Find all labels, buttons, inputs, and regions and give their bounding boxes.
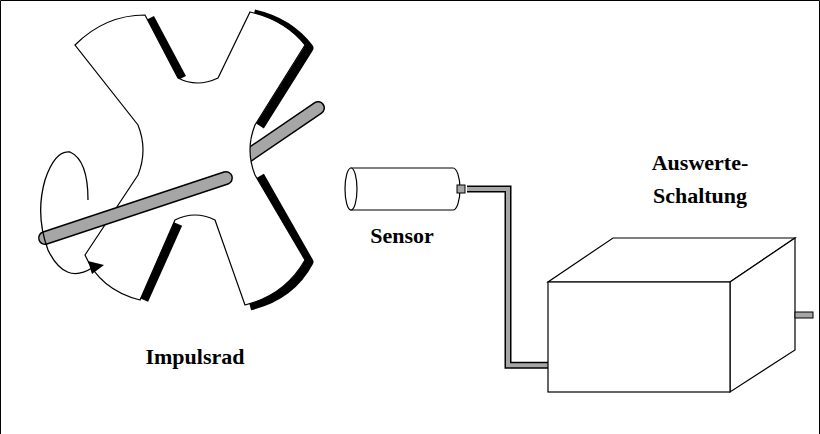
pulse-wheel [75, 12, 305, 305]
node-label: Auswerte- Schaltung [635, 146, 765, 212]
sensor-cable [467, 189, 548, 365]
rotation-arrow [41, 152, 92, 274]
shaft [45, 178, 226, 238]
sensor: Sensor [343, 165, 469, 260]
sensor-cylinder [343, 165, 467, 213]
shaft [45, 178, 226, 238]
evaluation-circuit: Auswerte- Schaltung [545, 146, 817, 396]
rotation-arrowhead [88, 261, 104, 274]
circuit-box [545, 234, 817, 394]
node-label: Sensor [343, 219, 461, 252]
part-label: Impulsrad [120, 340, 270, 373]
